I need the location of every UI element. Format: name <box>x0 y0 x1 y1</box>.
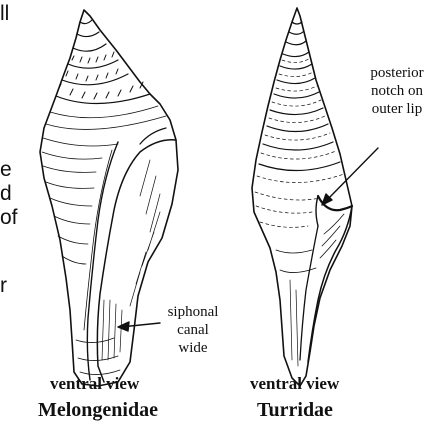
turridae-family-label: Turridae <box>257 399 333 422</box>
siphonal-canal-annotation-line-1: siphonal <box>158 303 228 321</box>
posterior-notch-annotation: posterior notch on outer lip <box>357 64 437 118</box>
posterior-notch-annotation-line-2: notch on <box>357 82 437 100</box>
melongenidae-family-label: Melongenidae <box>38 399 158 422</box>
siphonal-canal-annotation-line-3: wide <box>158 339 228 357</box>
posterior-notch-annotation-line-1: posterior <box>357 64 437 82</box>
turridae-shell-drawing <box>252 8 352 386</box>
siphonal-canal-arrow <box>118 322 160 331</box>
melongenidae-view-label: ventral view <box>50 374 139 394</box>
posterior-notch-annotation-line-3: outer lip <box>357 100 437 118</box>
siphonal-canal-annotation: siphonal canal wide <box>158 303 228 357</box>
turridae-view-label: ventral view <box>250 374 339 394</box>
siphonal-canal-annotation-line-2: canal <box>158 321 228 339</box>
